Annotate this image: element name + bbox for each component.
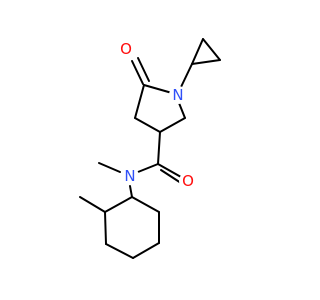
bond: [202, 38, 221, 61]
atom-label: O: [120, 40, 132, 58]
bond: [180, 63, 193, 88]
bond: [98, 162, 121, 173]
atom-o-amide: O: [179, 172, 197, 190]
bond: [191, 59, 221, 65]
cyclohexane-ring: [104, 196, 160, 259]
bond: [178, 102, 186, 119]
bond: [132, 242, 160, 259]
bond: [134, 84, 145, 119]
atom-n-amide: N: [121, 167, 139, 185]
bond: [143, 84, 173, 94]
bond: [157, 163, 182, 178]
atom-label: N: [124, 167, 135, 185]
cyclopropyl-ring: [191, 38, 221, 65]
bond: [129, 185, 133, 198]
bond: [137, 57, 150, 82]
bond: [79, 196, 106, 213]
atom-background: [169, 86, 187, 104]
atom-label: O: [182, 172, 194, 190]
bond: [105, 243, 134, 259]
atom-n-ring: N: [169, 86, 187, 104]
atom-o-lactam: O: [117, 40, 135, 58]
bond: [131, 196, 160, 213]
atom-background: [121, 167, 139, 185]
atom-label: N: [172, 86, 183, 104]
bond: [134, 117, 161, 133]
atom-background: [179, 172, 197, 190]
bond: [159, 117, 186, 133]
structure-canvas: O N N O: [79, 38, 221, 259]
bond: [131, 60, 144, 85]
bond: [104, 211, 107, 245]
bond: [160, 169, 182, 184]
bond: [191, 38, 204, 65]
atom-background: [117, 40, 135, 58]
bond: [104, 196, 133, 213]
pyrrolidinone-ring: [134, 84, 186, 133]
molecule-drawing: O N N O: [79, 38, 221, 259]
bond: [137, 163, 159, 173]
bond: [157, 131, 161, 165]
